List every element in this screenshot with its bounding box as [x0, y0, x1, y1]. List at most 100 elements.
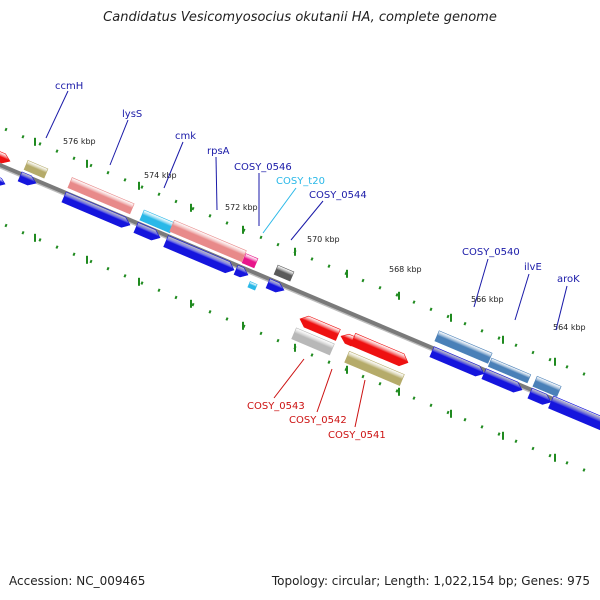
tick-dot	[191, 302, 195, 307]
tick-dot	[174, 295, 178, 300]
gene-label: ccmH	[55, 81, 83, 92]
gene-label: ilvE	[524, 262, 542, 273]
gene-label: COSY_0542	[289, 415, 347, 426]
tick-dot	[259, 331, 263, 336]
kbp-tick-label: 574 kbp	[144, 171, 177, 180]
tick-dot	[378, 285, 382, 290]
gene-leader-line	[163, 141, 184, 189]
tick-dot	[21, 134, 25, 139]
tick-dot	[514, 439, 518, 444]
kbp-tick-label: 568 kbp	[389, 265, 422, 274]
tick-dot	[225, 317, 229, 321]
accession-text: Accession: NC_009465	[9, 574, 146, 588]
tick-dot	[140, 185, 144, 189]
gene-arrow	[241, 253, 259, 269]
kbp-tick-label: 570 kbp	[307, 235, 340, 244]
tick-dot	[565, 461, 569, 465]
gene-arrow	[299, 315, 341, 341]
tick-dot	[480, 425, 484, 429]
tick-dot	[38, 238, 42, 242]
gene-arrow	[350, 332, 409, 367]
tick-dot	[259, 235, 263, 240]
tick-dot	[446, 410, 450, 415]
tick-dot	[174, 199, 178, 204]
tick-dot	[327, 264, 331, 268]
tick-dot	[548, 357, 552, 362]
kbp-tick-label: 566 kbp	[471, 295, 504, 304]
tick-dot	[497, 336, 501, 340]
tick-dot	[225, 221, 229, 225]
gene-arrow	[169, 219, 247, 263]
gene-arrow	[67, 177, 135, 215]
tick-dot	[429, 307, 433, 312]
tick-dot	[514, 343, 518, 348]
tick-dot	[395, 389, 399, 393]
tick-dot	[157, 192, 161, 197]
tick-dot	[463, 417, 467, 422]
tick-dot	[72, 156, 76, 161]
gene-label: rpsA	[207, 146, 230, 157]
gene-leader-line	[262, 187, 297, 234]
forward-tick-track	[4, 127, 586, 376]
gene-arrow	[429, 346, 485, 377]
gene-label: COSY_0544	[309, 190, 367, 201]
tick-dot	[310, 353, 314, 357]
gene-label: COSY_t20	[276, 176, 325, 187]
tick-dot	[208, 214, 212, 218]
feature-arrows	[0, 147, 600, 431]
tick-dot	[412, 300, 416, 304]
tick-dot	[4, 223, 8, 228]
tick-dot	[429, 403, 433, 408]
tick-dot	[276, 338, 280, 343]
gene-label: lysS	[122, 109, 142, 120]
gene-arrow	[434, 330, 493, 364]
tick-dot	[89, 259, 93, 264]
tick-dot	[140, 281, 144, 285]
tick-dot	[310, 257, 314, 261]
gene-label: aroK	[557, 274, 580, 285]
gene-label: cmk	[175, 131, 196, 142]
tick-dot	[208, 310, 212, 314]
page-title: Candidatus Vesicomyosocius okutanii HA, …	[103, 10, 497, 25]
gene-arrow	[23, 159, 49, 179]
tick-dot	[463, 321, 467, 326]
tick-dot	[191, 206, 195, 211]
gene-arrow	[0, 147, 11, 164]
gene-arrow	[61, 191, 131, 228]
kbp-tick-label: 576 kbp	[63, 137, 96, 146]
tick-dot	[106, 170, 110, 175]
kbp-tick-label: 564 kbp	[553, 323, 586, 332]
tick-dot	[106, 266, 110, 271]
gene-arrow	[273, 264, 295, 282]
tick-dot	[38, 142, 42, 146]
tick-dot	[582, 372, 586, 376]
gene-arrow	[0, 175, 6, 186]
gene-arrow	[247, 281, 258, 291]
gene-leader-line	[290, 200, 324, 241]
tick-dot	[378, 381, 382, 386]
gene-arrow	[163, 235, 235, 274]
tick-dot	[157, 288, 161, 293]
tick-dot	[55, 149, 59, 153]
tick-dot	[531, 446, 535, 451]
gene-labels: ccmHlysScmkrpsACOSY_0546COSY_t20COSY_054…	[45, 81, 580, 441]
gene-label: COSY_0543	[247, 401, 305, 412]
gene-leader-line	[45, 90, 69, 139]
tick-dot	[412, 396, 416, 400]
tick-dot	[531, 350, 535, 355]
tick-dot	[4, 127, 8, 132]
gene-leader-line	[316, 368, 333, 413]
gene-arrow	[265, 278, 285, 293]
gene-arrow	[17, 171, 37, 186]
tick-dot	[361, 374, 365, 379]
gene-arrow	[233, 264, 249, 278]
gene-leader-line	[109, 119, 129, 166]
genome-summary-text: Topology: circular; Length: 1,022,154 bp…	[271, 574, 590, 588]
tick-dot	[327, 360, 331, 364]
gene-arrow	[344, 350, 405, 386]
gene-arrow	[548, 395, 600, 431]
gene-leader-line	[514, 273, 530, 321]
gene-arrow	[291, 327, 335, 356]
tick-dot	[582, 468, 586, 472]
